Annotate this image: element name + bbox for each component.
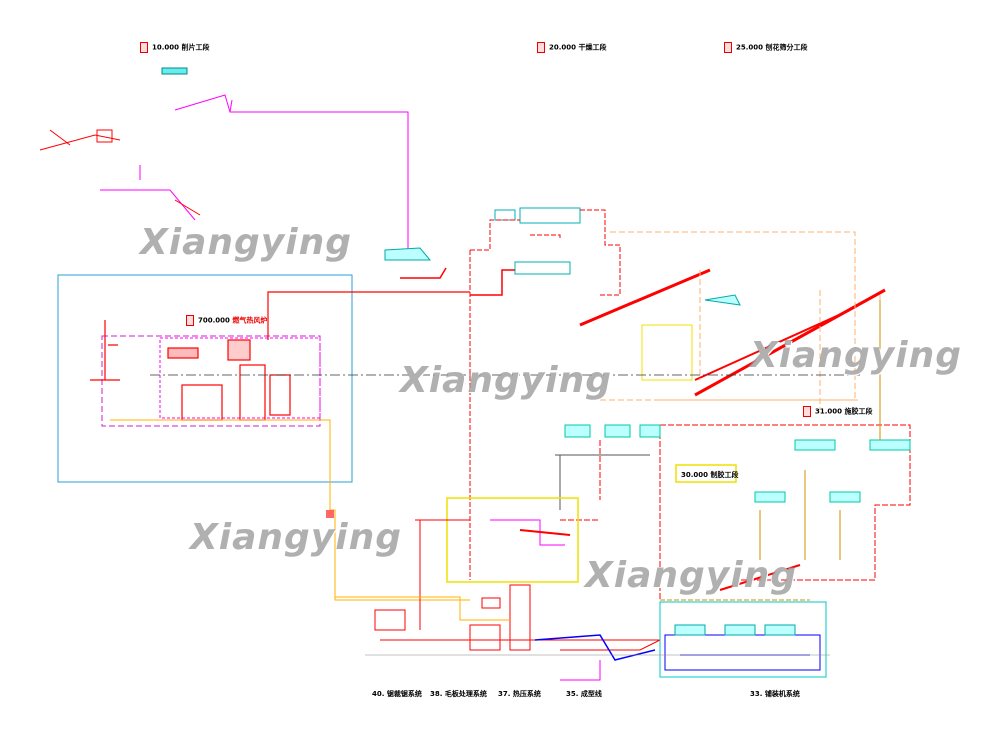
section-label-screening: 25.000 刨花筛分工段 bbox=[724, 42, 807, 53]
section-screening-text: 25.000 刨花筛分工段 bbox=[736, 43, 808, 52]
section-tag-icon bbox=[724, 42, 732, 53]
section-label-furnace: 700.000 燃气热风炉 bbox=[186, 315, 267, 326]
bottom-label-forming-line: 35. 成型线 bbox=[566, 690, 602, 698]
section-label-gluing: 31.000 施胶工段 bbox=[803, 406, 872, 417]
furnace-name: 燃气热风炉 bbox=[232, 316, 268, 325]
section-label-drying: 20.000 干燥工段 bbox=[537, 42, 606, 53]
watermark: Xiangying bbox=[140, 222, 352, 263]
section-tag-icon bbox=[537, 42, 545, 53]
watermark: Xiangying bbox=[190, 517, 402, 558]
bottom-label-saw: 40. 锯裁锯系统 bbox=[372, 690, 422, 698]
watermark: Xiangying bbox=[585, 555, 797, 596]
furnace-number: 700.000 bbox=[198, 316, 230, 325]
bottom-label-board-handling: 38. 毛板处理系统 bbox=[430, 690, 487, 698]
section-gluing-text: 31.000 施胶工段 bbox=[815, 407, 873, 416]
bottom-label-hot-press: 37. 热压系统 bbox=[498, 690, 541, 698]
section-tag-icon bbox=[803, 406, 811, 417]
section-tag-icon bbox=[186, 315, 194, 326]
bottom-label-spreader: 33. 铺装机系统 bbox=[750, 690, 800, 698]
section-label-chipping: 10.000 削片工段 bbox=[140, 42, 209, 53]
section-drying-text: 20.000 干燥工段 bbox=[549, 43, 607, 52]
section-chipping-text: 10.000 削片工段 bbox=[152, 43, 210, 52]
section-tag-icon bbox=[140, 42, 148, 53]
section-label-glue-making: 30.000 制胶工段 bbox=[681, 470, 738, 480]
watermark: Xiangying bbox=[400, 360, 612, 401]
furnace-section-box bbox=[57, 274, 353, 483]
section-glue-making-text: 30.000 制胶工段 bbox=[681, 471, 739, 479]
watermark: Xiangying bbox=[750, 335, 962, 376]
